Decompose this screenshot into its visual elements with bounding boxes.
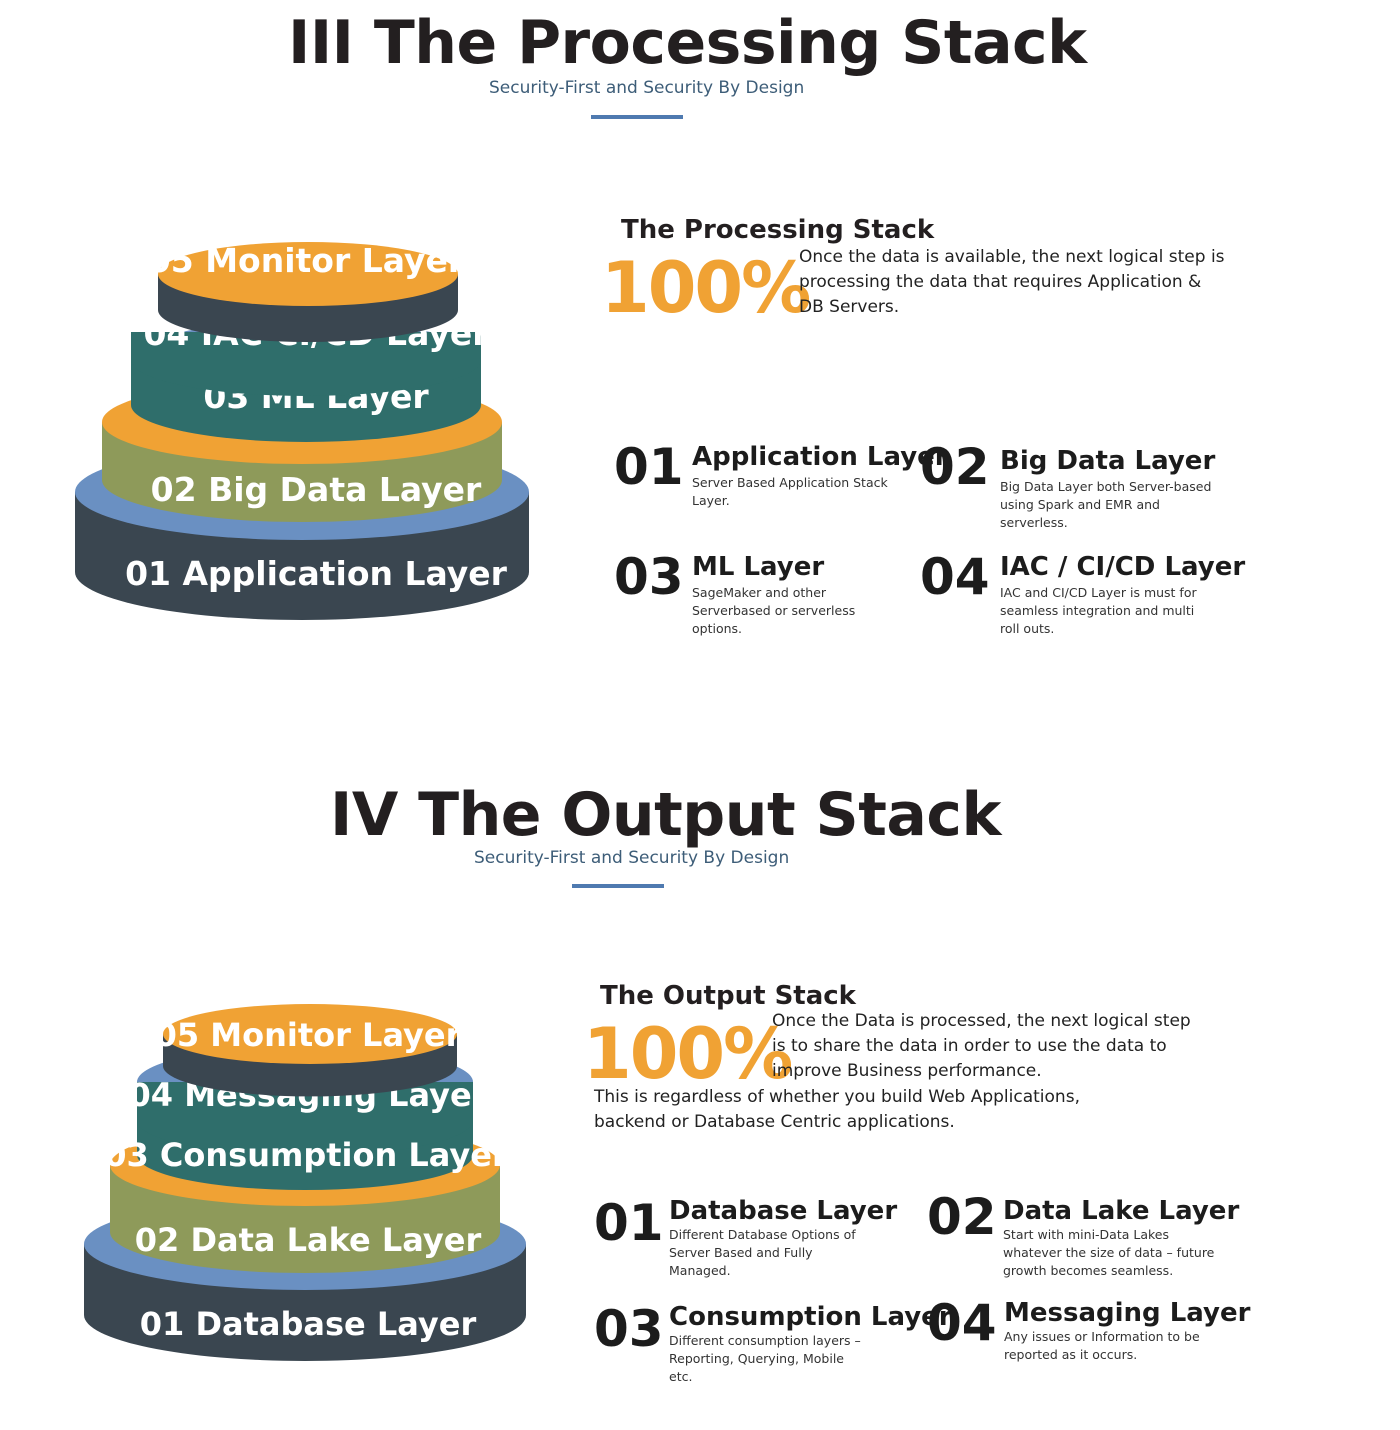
output-description: Once the Data is processed, the next log… — [772, 1011, 1191, 1081]
processing-feature-04: 04 IAC / CI/CD Layer IAC and CI/CD Layer… — [920, 550, 1250, 650]
processing-title: III The Processing Stack — [288, 8, 1087, 78]
feature-description: Different consumption layers – Reporting… — [669, 1333, 861, 1384]
feature-number: 03 — [614, 548, 684, 606]
output-description-extra: This is regardless of whether you build … — [594, 1087, 1080, 1132]
output-feature-03: 03 Consumption Layer Different consumpti… — [594, 1300, 952, 1392]
processing-stack-diagram: 01 Application Layer 02 Big Data Layer 0… — [75, 241, 529, 620]
feature-description: Different Database Options of Server Bas… — [669, 1227, 856, 1278]
output-divider — [572, 884, 664, 888]
feature-number: 04 — [920, 548, 990, 606]
feature-number: 02 — [927, 1188, 997, 1246]
feature-title: Data Lake Layer — [1003, 1196, 1240, 1226]
processing-section: III The Processing Stack Security-First … — [0, 0, 1400, 700]
feature-title: Database Layer — [669, 1196, 898, 1226]
output-title: IV The Output Stack — [330, 780, 1001, 850]
processing-layer-05-label: 05 Monitor Layer — [148, 241, 465, 280]
output-feature-04: 04 Messaging Layer Any issues or Informa… — [927, 1294, 1251, 1386]
feature-description: Big Data Layer both Server-based using S… — [1000, 479, 1212, 530]
output-feature-02: 02 Data Lake Layer Start with mini-Data … — [927, 1190, 1247, 1290]
feature-description: Any issues or Information to be reported… — [1004, 1329, 1200, 1362]
output-feature-01: 01 Database Layer Different Database Opt… — [594, 1196, 914, 1286]
feature-title: Application Layer — [692, 442, 948, 472]
feature-title: Messaging Layer — [1004, 1298, 1251, 1328]
output-layer-03-label: 03 Consumption Layer — [104, 1136, 508, 1174]
output-subtitle: Security-First and Security By Design — [474, 848, 790, 868]
feature-number: 03 — [594, 1300, 664, 1358]
feature-title: IAC / CI/CD Layer — [1000, 552, 1246, 582]
feature-number: 01 — [614, 438, 684, 496]
processing-divider — [591, 115, 683, 119]
output-layer-01-label: 01 Database Layer — [140, 1305, 477, 1343]
processing-percent: 100% — [601, 247, 811, 329]
processing-feature-03: 03 ML Layer SageMaker and other Serverba… — [614, 550, 914, 640]
output-panel-title: The Output Stack — [600, 981, 856, 1011]
processing-panel-title: The Processing Stack — [621, 215, 935, 245]
output-stack-diagram: 01 Database Layer 02 Data Lake Layer 03 … — [84, 1004, 526, 1361]
feature-description: Start with mini-Data Lakes whatever the … — [1003, 1227, 1215, 1278]
output-layer-02-label: 02 Data Lake Layer — [135, 1221, 482, 1259]
feature-title: ML Layer — [692, 552, 825, 582]
feature-description: IAC and CI/CD Layer is must for seamless… — [1000, 585, 1197, 636]
feature-number: 04 — [927, 1294, 997, 1352]
processing-feature-01: 01 Application Layer Server Based Applic… — [614, 438, 948, 530]
processing-layer-01-label: 01 Application Layer — [125, 554, 508, 593]
processing-layer-02-label: 02 Big Data Layer — [151, 470, 482, 509]
feature-description: SageMaker and other Serverbased or serve… — [692, 585, 856, 636]
processing-feature-02: 02 Big Data Layer Big Data Layer both Se… — [920, 440, 1240, 530]
feature-number: 02 — [920, 438, 990, 496]
feature-number: 01 — [594, 1194, 664, 1252]
output-section: IV The Output Stack Security-First and S… — [0, 700, 1400, 1414]
output-layer-05: 05 Monitor Layer — [155, 1004, 462, 1097]
feature-description: Server Based Application Stack Layer. — [692, 475, 888, 508]
output-layer-05-label: 05 Monitor Layer — [155, 1016, 462, 1054]
processing-description: Once the data is available, the next log… — [799, 247, 1225, 317]
feature-title: Consumption Layer — [669, 1302, 952, 1332]
feature-title: Big Data Layer — [1000, 446, 1216, 476]
output-percent: 100% — [583, 1013, 793, 1095]
processing-layer-05: 05 Monitor Layer — [148, 241, 465, 342]
processing-subtitle: Security-First and Security By Design — [489, 78, 805, 98]
